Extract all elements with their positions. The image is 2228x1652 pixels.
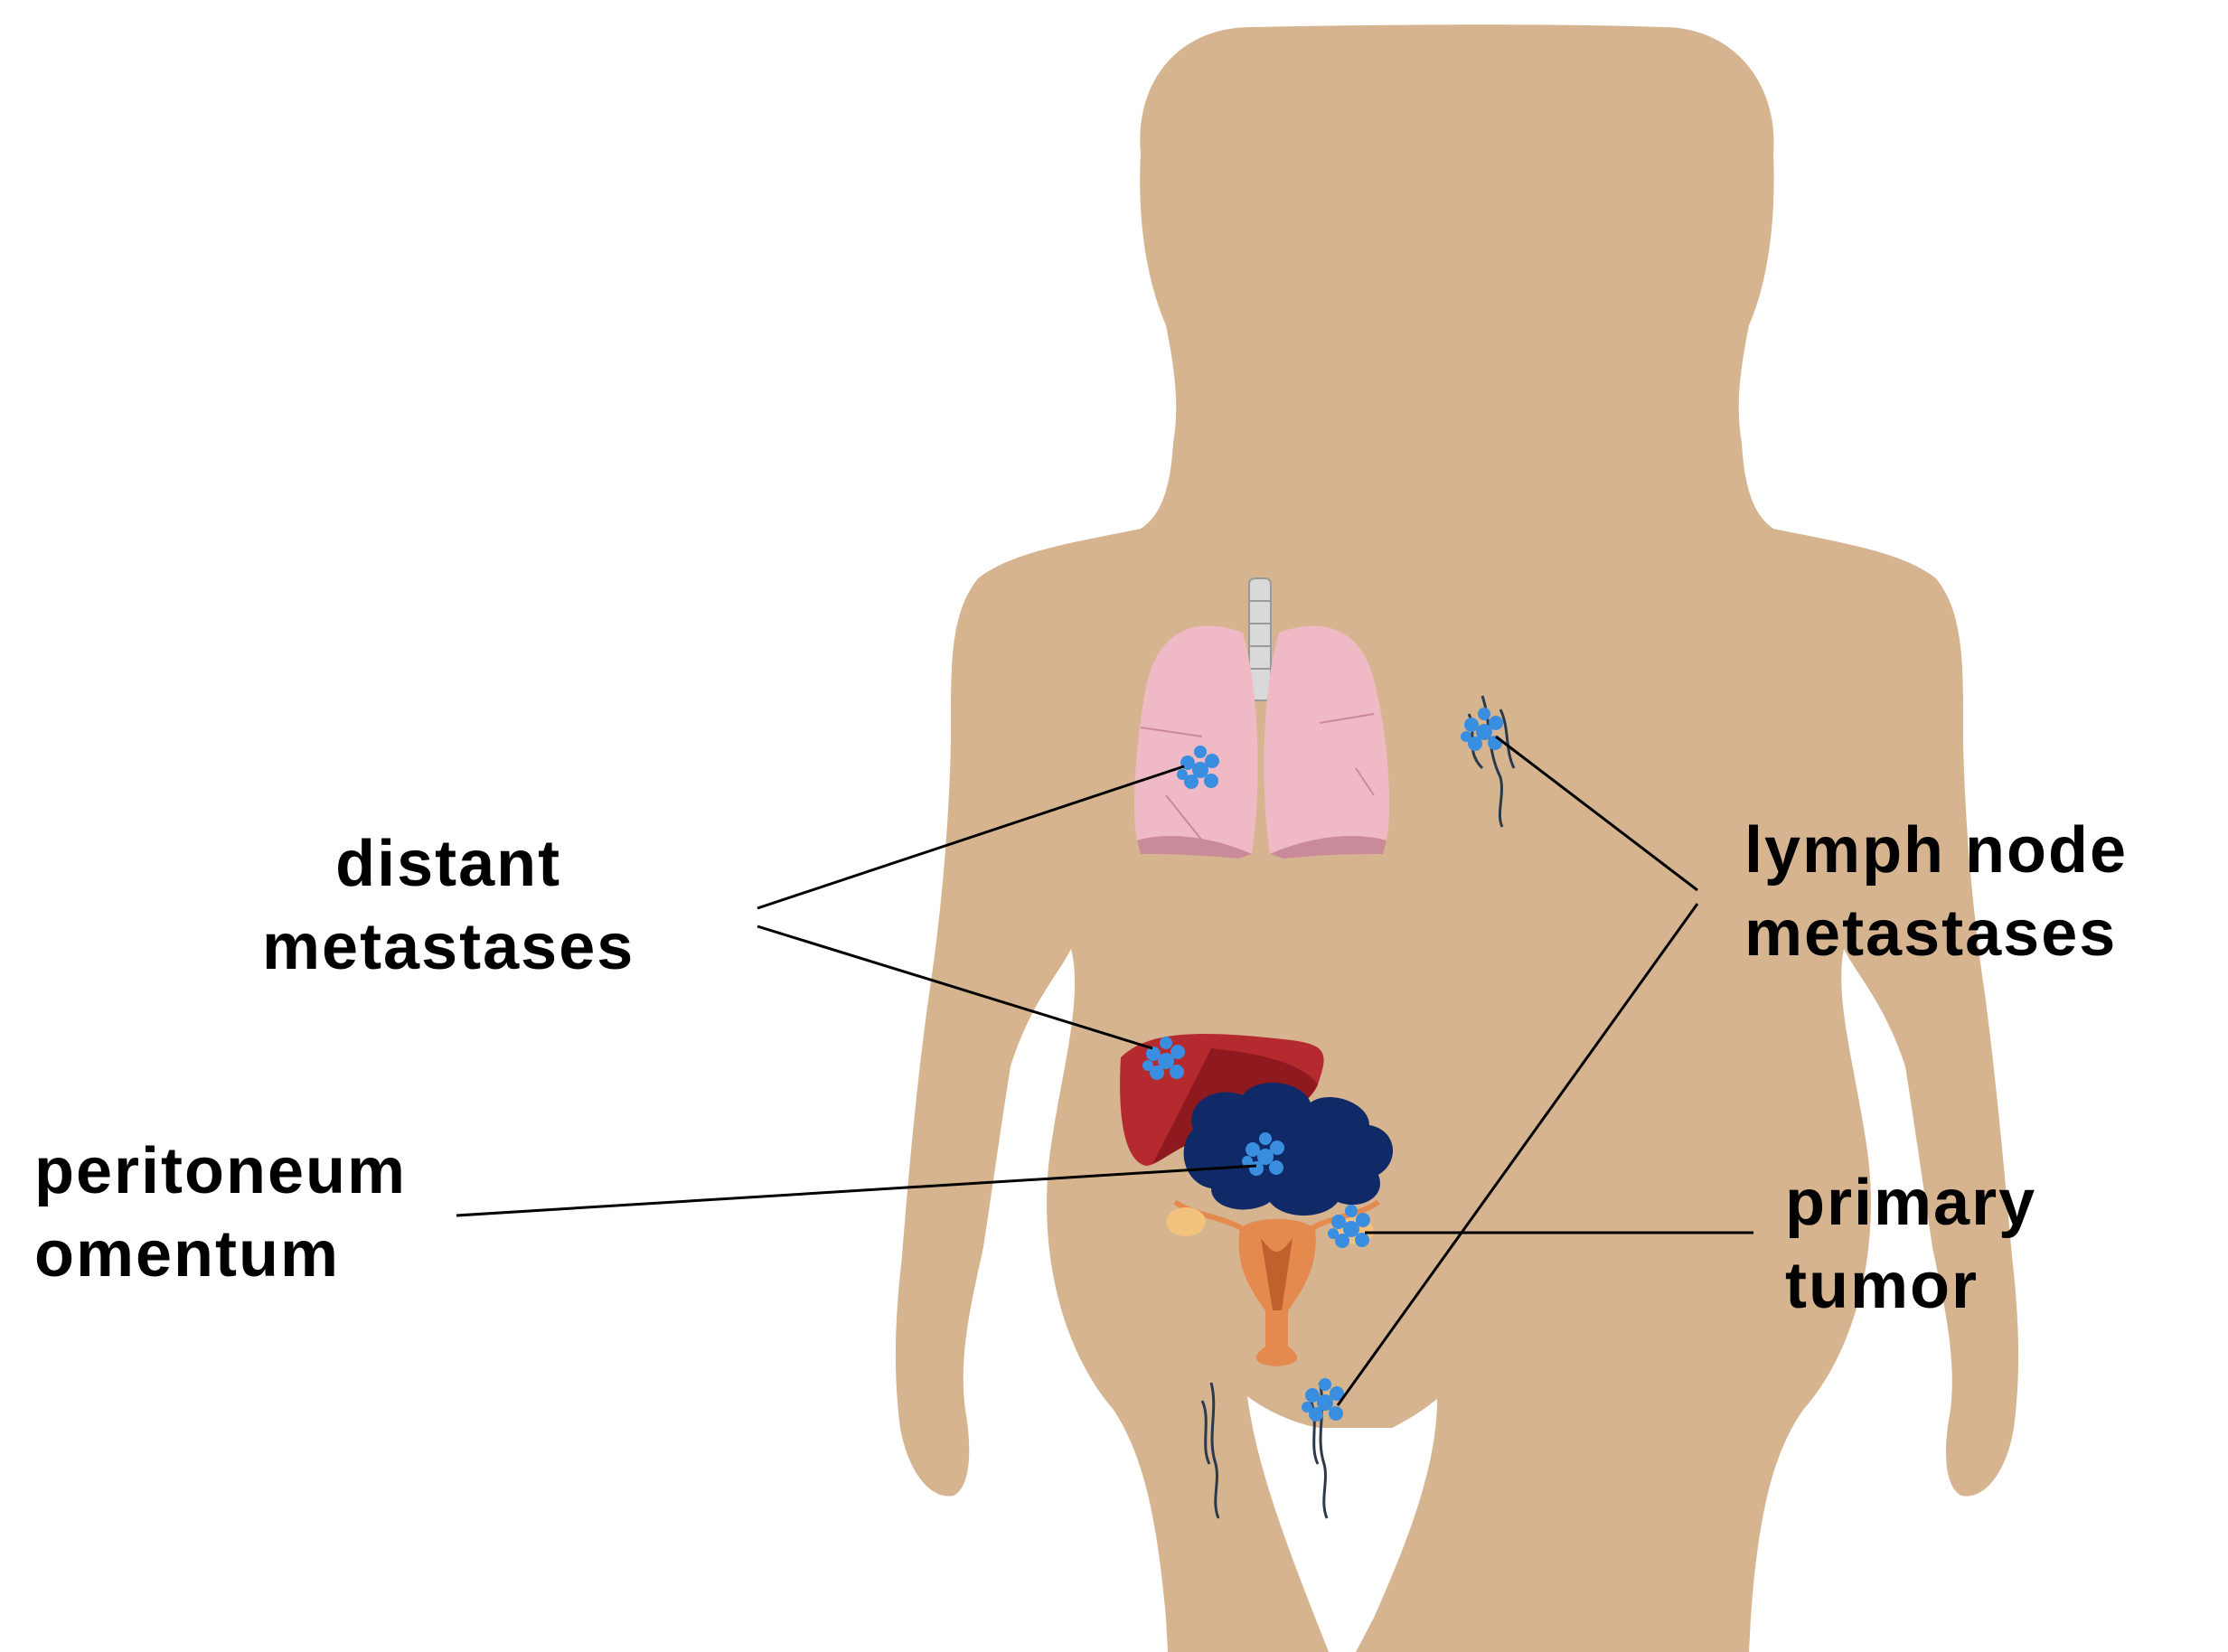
lungs-icon [1134,577,1390,859]
label-distant-line1: distant [335,828,562,900]
label-lymph-line2: metastases [1744,897,2118,970]
leader-lymph-groin [1336,903,1699,1406]
label-peritoneum-line2: omentum [34,1218,340,1291]
label-peritoneum-line1: peritoneum [34,1135,408,1207]
label-peritoneum-omentum: peritoneum omentum [34,1130,407,1296]
label-distant-metastases: distant metastases [262,822,635,989]
leg-gap [1247,1396,1437,1652]
label-lymph-node-metastases: lymph node metastases [1744,809,2128,975]
leader-lines [456,735,1753,1406]
label-lymph-line1: lymph node [1744,814,2129,887]
leader-distant-liver [757,925,1153,1050]
body-silhouette [895,24,2019,1652]
leader-distant-lung [757,765,1185,910]
leader-lymph-axilla [1495,735,1698,892]
label-primary-tumor: primary tumor [1785,1161,2036,1328]
uterus-icon [1166,1199,1380,1366]
label-distant-line2: metastases [262,911,635,983]
omentum-icon [1183,1083,1394,1216]
label-primary-line1: primary [1785,1167,2037,1239]
label-primary-line2: tumor [1785,1250,1979,1322]
leader-peritoneum [456,1164,1257,1217]
